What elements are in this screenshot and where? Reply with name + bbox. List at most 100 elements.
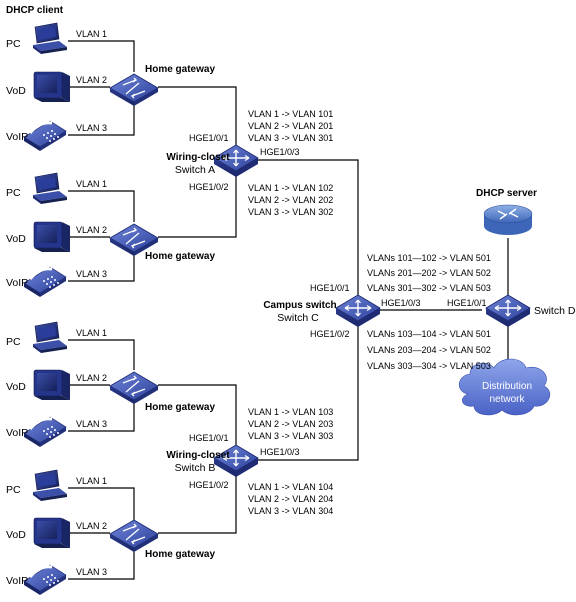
voip-label: VoIP bbox=[6, 131, 28, 143]
port-label: HGE1/0/1 bbox=[447, 298, 487, 308]
tv-icon[interactable] bbox=[33, 221, 71, 253]
client-labels-4: PC VoD VoIP VLAN 1 VLAN 2 VLAN 3 Home ga… bbox=[6, 476, 215, 587]
distribution-network-cloud[interactable] bbox=[458, 358, 551, 416]
tv-icon[interactable] bbox=[33, 369, 71, 401]
mapping-c-up: VLANs 101—102 -> VLAN 501 VLANs 201—202 … bbox=[367, 253, 491, 293]
dhcp-client-title: DHCP client bbox=[6, 5, 64, 16]
home-gateway-label: Home gateway bbox=[145, 402, 215, 413]
port-label: HGE1/0/2 bbox=[310, 329, 350, 339]
vlan-label: VLAN 3 bbox=[76, 567, 107, 577]
home-gateway-icon[interactable] bbox=[109, 519, 159, 553]
client-labels-3: PC VoD VoIP VLAN 1 VLAN 2 VLAN 3 Home ga… bbox=[6, 328, 215, 439]
vlan-label: VLAN 1 bbox=[76, 29, 107, 39]
pc-label: PC bbox=[6, 38, 21, 50]
distribution-label-2: network bbox=[489, 394, 525, 405]
tv-icon[interactable] bbox=[33, 71, 71, 103]
home-gateway-icon[interactable] bbox=[109, 371, 159, 405]
port-label: HGE1/0/3 bbox=[260, 447, 300, 457]
mapping-line: VLANs 301—302 -> VLAN 503 bbox=[367, 283, 491, 293]
home-gateway-label: Home gateway bbox=[145, 549, 215, 560]
vlan-label: VLAN 2 bbox=[76, 521, 107, 531]
vlan-label: VLAN 2 bbox=[76, 225, 107, 235]
pc-icon[interactable] bbox=[32, 22, 68, 55]
mapping-line: VLAN 3 -> VLAN 301 bbox=[248, 133, 333, 143]
dhcp-server-label: DHCP server bbox=[476, 188, 537, 199]
switch-b-labels: HGE1/0/1 HGE1/0/2 HGE1/0/3 Wiring-closet… bbox=[166, 433, 299, 490]
mapping-line: VLAN 1 -> VLAN 102 bbox=[248, 183, 333, 193]
mapping-line: VLAN 1 -> VLAN 104 bbox=[248, 482, 333, 492]
mapping-b-up: VLAN 1 -> VLAN 103 VLAN 2 -> VLAN 203 VL… bbox=[248, 407, 333, 441]
vlan-label: VLAN 2 bbox=[76, 75, 107, 85]
vlan-label: VLAN 1 bbox=[76, 179, 107, 189]
switch-c-icon[interactable] bbox=[335, 294, 381, 328]
pc-icon[interactable] bbox=[32, 321, 68, 354]
vod-label: VoD bbox=[6, 85, 26, 97]
client-labels-2: PC VoD VoIP VLAN 1 VLAN 2 VLAN 3 Home ga… bbox=[6, 179, 215, 289]
port-label: HGE1/0/1 bbox=[310, 283, 350, 293]
vod-label: VoD bbox=[6, 233, 26, 245]
mapping-line: VLAN 3 -> VLAN 303 bbox=[248, 431, 333, 441]
pc-label: PC bbox=[6, 336, 21, 348]
mapping-line: VLAN 2 -> VLAN 203 bbox=[248, 419, 333, 429]
mapping-line: VLAN 1 -> VLAN 101 bbox=[248, 109, 333, 119]
mapping-a-up: VLAN 1 -> VLAN 101 VLAN 2 -> VLAN 201 VL… bbox=[248, 109, 333, 143]
client-labels-1: PC VoD VoIP VLAN 1 VLAN 2 VLAN 3 Home ga… bbox=[6, 29, 215, 143]
mapping-line: VLANs 303—304 -> VLAN 503 bbox=[367, 361, 491, 371]
switch-b-name: Wiring-closet bbox=[166, 450, 230, 461]
vlan-label: VLAN 1 bbox=[76, 476, 107, 486]
pc-icon[interactable] bbox=[32, 469, 68, 502]
mapping-line: VLANs 203—204 -> VLAN 502 bbox=[367, 345, 491, 355]
distribution-label-1: Distribution bbox=[482, 381, 532, 392]
mapping-line: VLANs 201—202 -> VLAN 502 bbox=[367, 268, 491, 278]
mapping-line: VLAN 2 -> VLAN 204 bbox=[248, 494, 333, 504]
vlan-label: VLAN 3 bbox=[76, 269, 107, 279]
mapping-a-down: VLAN 1 -> VLAN 102 VLAN 2 -> VLAN 202 VL… bbox=[248, 183, 333, 217]
mapping-line: VLAN 2 -> VLAN 201 bbox=[248, 121, 333, 131]
campus-switch-sub: Switch C bbox=[277, 312, 319, 324]
mapping-line: VLANs 101—102 -> VLAN 501 bbox=[367, 253, 491, 263]
campus-switch-labels: HGE1/0/1 HGE1/0/2 HGE1/0/3 Campus switch… bbox=[263, 283, 420, 339]
mapping-b-down: VLAN 1 -> VLAN 104 VLAN 2 -> VLAN 204 VL… bbox=[248, 482, 333, 516]
vlan-label: VLAN 3 bbox=[76, 123, 107, 133]
home-gateway-icon[interactable] bbox=[109, 73, 159, 107]
home-gateway-label: Home gateway bbox=[145, 64, 215, 75]
mapping-line: VLAN 2 -> VLAN 202 bbox=[248, 195, 333, 205]
phone-icon[interactable] bbox=[22, 119, 68, 153]
vod-label: VoD bbox=[6, 381, 26, 393]
switch-b-sub: Switch B bbox=[175, 462, 216, 474]
switch-a-labels: HGE1/0/1 HGE1/0/2 HGE1/0/3 Wiring-closet… bbox=[166, 133, 299, 192]
tv-icon[interactable] bbox=[33, 517, 71, 549]
campus-switch-name: Campus switch bbox=[263, 300, 336, 311]
port-label: HGE1/0/2 bbox=[189, 182, 229, 192]
voip-label: VoIP bbox=[6, 277, 28, 289]
switch-a-sub: Switch A bbox=[175, 164, 215, 176]
pc-icon[interactable] bbox=[32, 172, 68, 205]
voip-label: VoIP bbox=[6, 575, 28, 587]
switch-d-name: Switch D bbox=[534, 305, 576, 317]
mapping-line: VLANs 103—104 -> VLAN 501 bbox=[367, 329, 491, 339]
vlan-label: VLAN 1 bbox=[76, 328, 107, 338]
port-label: HGE1/0/3 bbox=[260, 147, 300, 157]
mapping-line: VLAN 3 -> VLAN 304 bbox=[248, 506, 333, 516]
pc-label: PC bbox=[6, 484, 21, 496]
vlan-label: VLAN 3 bbox=[76, 419, 107, 429]
phone-icon[interactable] bbox=[22, 563, 68, 597]
phone-icon[interactable] bbox=[22, 265, 68, 299]
vlan-label: VLAN 2 bbox=[76, 373, 107, 383]
home-gateway-label: Home gateway bbox=[145, 251, 215, 262]
dhcp-server-icon[interactable] bbox=[483, 204, 533, 235]
port-label: HGE1/0/2 bbox=[189, 480, 229, 490]
switch-d-icon[interactable] bbox=[485, 294, 531, 328]
vod-label: VoD bbox=[6, 529, 26, 541]
mapping-c-down: VLANs 103—104 -> VLAN 501 VLANs 203—204 … bbox=[367, 329, 491, 371]
switch-a-name: Wiring-closet bbox=[166, 152, 230, 163]
pc-label: PC bbox=[6, 187, 21, 199]
mapping-line: VLAN 3 -> VLAN 302 bbox=[248, 207, 333, 217]
port-label: HGE1/0/3 bbox=[381, 298, 421, 308]
phone-icon[interactable] bbox=[22, 415, 68, 449]
port-label: HGE1/0/1 bbox=[189, 433, 229, 443]
voip-label: VoIP bbox=[6, 427, 28, 439]
mapping-line: VLAN 1 -> VLAN 103 bbox=[248, 407, 333, 417]
